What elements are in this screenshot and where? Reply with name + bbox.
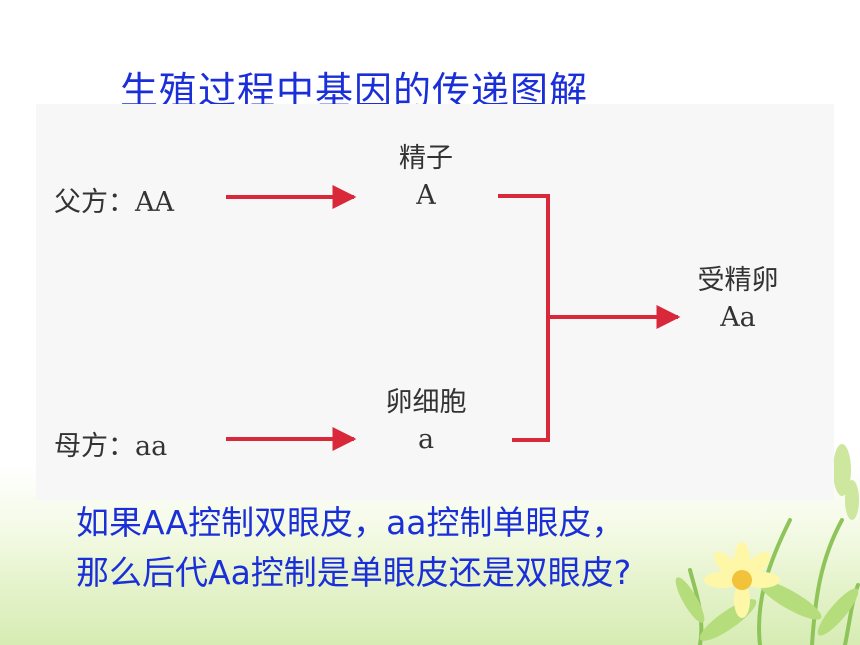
mother-genotype: 母方：aa [54,431,168,462]
zygote-label: 受精卵 [697,265,779,296]
sperm-genotype: A [416,180,436,211]
question-line-2: 那么后代Aa控制是单眼皮还是双眼皮? [76,553,632,592]
father-genotype: 父方：AA [54,187,174,218]
zygote-genotype: Aa [720,302,756,333]
leaf-sprig-icon [833,444,859,520]
diagram-panel [36,104,834,500]
question-text: 如果AA控制双眼皮，aa控制单眼皮， 那么后代Aa控制是单眼皮还是双眼皮? [76,498,816,598]
question-line-1: 如果AA控制双眼皮，aa控制单眼皮， [76,503,625,542]
sperm-label: 精子 [399,143,453,174]
egg-genotype: a [417,424,435,455]
fertilization-bracket [498,194,550,442]
egg-label: 卵细胞 [385,387,467,418]
daisy-flower-icon [704,542,780,618]
